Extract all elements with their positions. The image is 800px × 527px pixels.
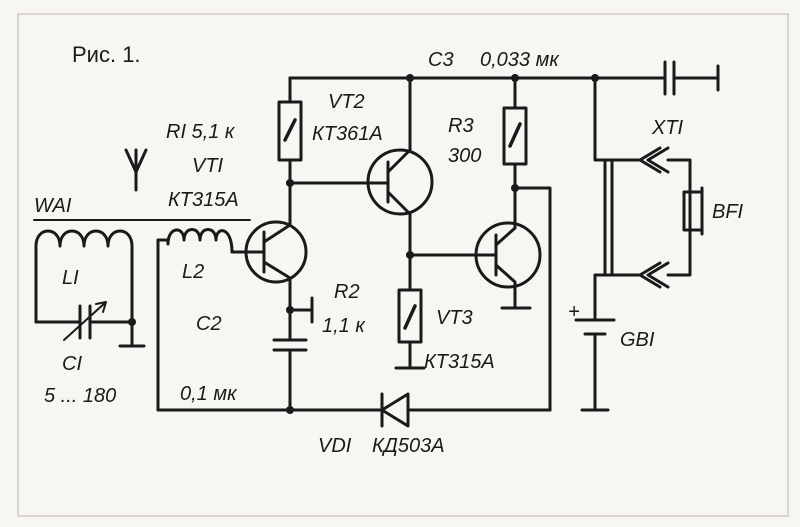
c1-variable-arrow	[63, 301, 107, 341]
xt1-jack-lower	[638, 261, 670, 289]
label-vt1: VTI	[192, 155, 224, 177]
r3-hatch	[508, 122, 522, 148]
label-vt2: VT2	[328, 91, 365, 113]
vt1-emitter	[262, 260, 292, 342]
feedback-wire	[513, 186, 552, 412]
label-r2-value: 1,1 к	[322, 315, 366, 337]
r2-hatch	[403, 304, 417, 330]
junction-vt2-emitter	[406, 74, 414, 82]
c3-capacitor	[663, 60, 720, 96]
gb1-battery	[574, 273, 616, 412]
bf1-earphone	[682, 190, 704, 232]
right-rail-wire	[593, 76, 642, 162]
label-r3-value: 300	[448, 145, 481, 167]
l2-coil	[156, 228, 234, 412]
label-vt3: VT3	[436, 307, 473, 329]
vt3-emitter	[494, 263, 532, 310]
label-vd1-type: КД503А	[372, 435, 445, 457]
label-gb1-plus: +	[568, 301, 580, 323]
label-c1-value: 5 ... 180	[44, 385, 116, 407]
r2-ground	[394, 340, 426, 370]
label-vt3-type: КТ315А	[424, 351, 495, 373]
junction-r3	[511, 74, 519, 82]
label-wa1: WAI	[34, 195, 72, 217]
vt2-emitter	[386, 76, 412, 174]
bf1-wires	[666, 158, 692, 277]
label-gb1: GBI	[620, 329, 655, 351]
label-xt1: XTI	[651, 117, 684, 139]
label-r1: RI 5,1 к	[166, 121, 236, 143]
c1-capacitor	[78, 304, 92, 340]
vt2-collector	[386, 190, 412, 292]
label-c2-value: 0,1 мк	[180, 383, 238, 405]
c2-capacitor	[272, 338, 308, 412]
label-r2: R2	[334, 281, 360, 303]
vt1-collector	[262, 223, 292, 244]
label-bf1: BFI	[712, 201, 744, 223]
label-c1: CI	[62, 353, 82, 375]
label-l1: LI	[62, 267, 79, 289]
r1-hatch	[283, 118, 297, 142]
label-vd1: VDI	[318, 435, 352, 457]
junction-l1	[128, 318, 136, 326]
figure-caption: Рис. 1.	[72, 42, 141, 67]
xt1-upper-lines	[603, 158, 614, 277]
vt3-collector	[494, 226, 517, 247]
label-r3: R3	[448, 115, 474, 137]
label-c3-value: 0,033 мк	[480, 49, 560, 71]
paper-border	[17, 13, 789, 517]
junction-c2-bottom	[286, 406, 294, 414]
vd1-diode	[380, 392, 410, 428]
label-vt2-type: КТ361А	[312, 123, 383, 145]
xt1-jack-upper	[638, 146, 670, 174]
c1-wire	[34, 320, 146, 348]
junction-right-rail	[591, 74, 599, 82]
emitter-ground	[288, 296, 314, 324]
wa1-antenna	[124, 148, 148, 192]
label-vt1-type: КТ315А	[168, 189, 239, 211]
label-c3: C3	[428, 49, 454, 71]
label-c2: C2	[196, 313, 222, 335]
label-l2: L2	[182, 261, 204, 283]
l1-coil	[34, 229, 134, 324]
vt3-transistor	[474, 221, 542, 289]
vt2-transistor	[366, 148, 434, 216]
